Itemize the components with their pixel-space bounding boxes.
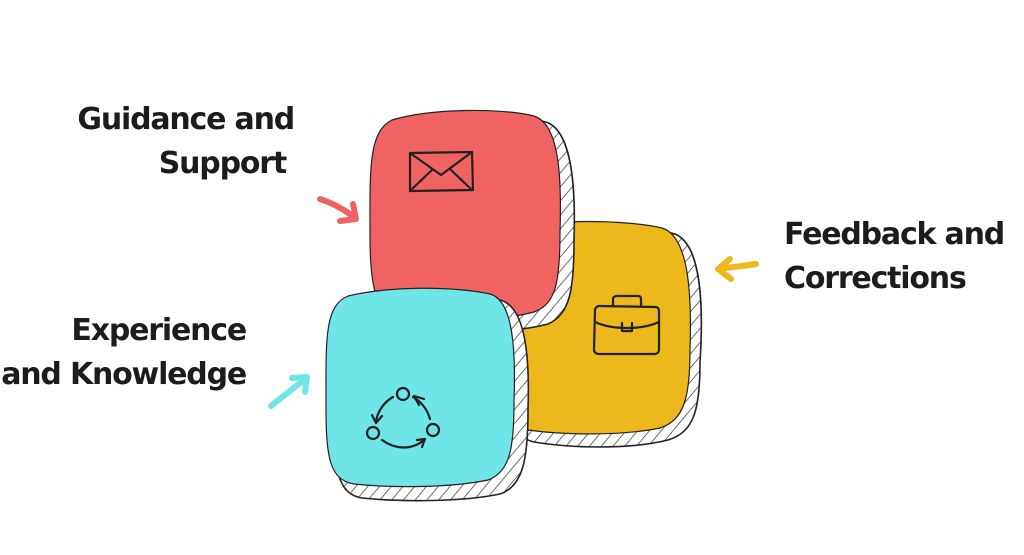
- guidance-block-face: [369, 109, 562, 322]
- cycle-icon: [365, 386, 441, 449]
- experience-label-line1: Experience: [71, 313, 247, 348]
- briefcase-icon: [592, 294, 661, 356]
- guidance-label-line2: Support: [158, 146, 287, 181]
- guidance-arrow: [317, 196, 359, 224]
- experience-label: Experience and Knowledge: [1, 309, 247, 397]
- guidance-label: Guidance and Support: [77, 98, 295, 186]
- feedback-label: Feedback and Corrections: [784, 213, 1005, 301]
- guidance-block: [369, 109, 576, 334]
- experience-block-face: [325, 287, 516, 488]
- experience-block: [325, 287, 530, 502]
- guidance-label-line1: Guidance and: [77, 102, 295, 137]
- experience-arrow: [268, 374, 310, 409]
- feedback-label-line1: Feedback and: [784, 217, 1005, 252]
- feedback-arrow: [715, 256, 759, 282]
- envelope-icon: [408, 150, 475, 193]
- feedback-label-line2: Corrections: [784, 261, 967, 296]
- experience-label-line2: and Knowledge: [1, 357, 247, 392]
